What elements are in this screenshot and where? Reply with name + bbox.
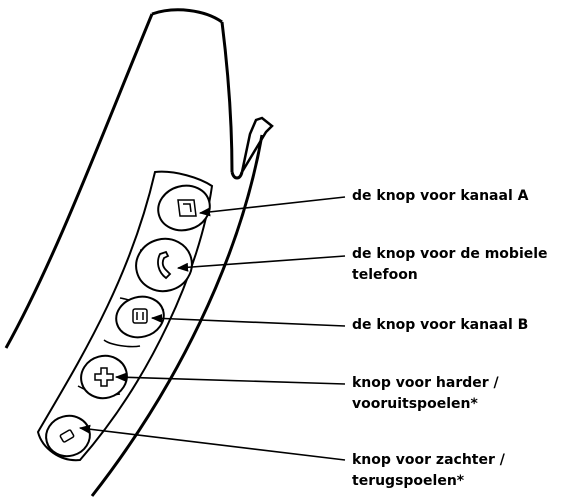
arrow-channel-a [198,196,346,217]
plus-icon [94,367,114,387]
headset-inner-curve [90,134,264,497]
arrow-volume-up [114,372,346,385]
channel-a-icon [177,199,197,217]
minus-icon [59,429,75,443]
arrow-channel-b [150,313,346,327]
label-mobile-phone: de knop voor de mobiele telefoon [352,246,548,283]
mobile-phone-button[interactable] [130,233,198,298]
label-volume-up: knop voor harder / vooruitspoelen* [352,375,499,412]
headset-top-edge [151,8,223,24]
channel-b-icon [132,308,148,324]
phone-handset-icon [157,250,172,280]
label-volume-down: knop voor zachter / terugspoelen* [352,452,505,489]
label-channel-b: de knop voor kanaal B [352,317,529,333]
volume-up-button[interactable] [76,351,131,403]
headset-slot [230,171,244,180]
boom-pin [240,116,274,173]
headset-outer-edge [4,13,154,349]
channel-a-button[interactable] [153,180,215,236]
channel-b-button[interactable] [112,291,169,342]
arrow-volume-down [78,424,346,461]
headset-inner-edge [220,21,234,173]
label-channel-a: de knop voor kanaal A [352,188,529,204]
arrow-mobile-phone [176,255,346,272]
